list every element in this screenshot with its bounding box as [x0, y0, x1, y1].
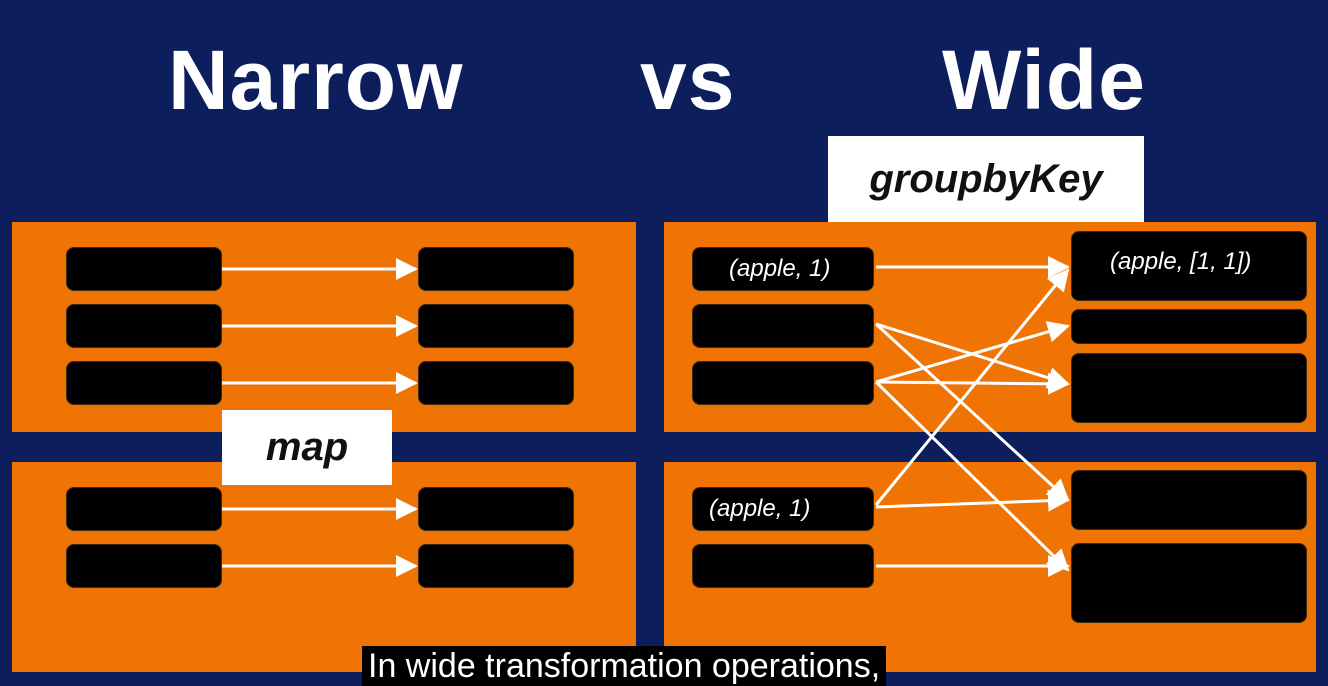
- wide-source-record: [692, 361, 874, 405]
- wide-arrow: [874, 268, 1070, 506]
- narrow-source-record: [66, 487, 222, 531]
- groupbykey-label: groupbyKey: [828, 136, 1144, 222]
- title-vs: vs: [640, 33, 736, 127]
- narrow-target-record: [418, 544, 574, 588]
- wide-target-record: [1071, 309, 1307, 344]
- wide-target-record-apple-grouped: (apple, [1, 1]): [1071, 231, 1307, 301]
- record-text: (apple, 1): [709, 495, 811, 522]
- wide-source-record-apple-bottom: (apple, 1): [692, 487, 874, 531]
- wide-source-record: [692, 544, 874, 588]
- wide-arrow: [875, 321, 1070, 384]
- wide-arrow: [875, 489, 1070, 512]
- wide-target-record: [1071, 353, 1307, 423]
- narrow-target-record: [418, 361, 574, 405]
- narrow-target-record: [418, 487, 574, 531]
- narrow-target-record: [418, 304, 574, 348]
- record-text: (apple, 1): [729, 255, 831, 282]
- wide-arrow: [874, 380, 1070, 572]
- narrow-source-record: [66, 361, 222, 405]
- record-text: (apple, [1, 1]): [1110, 248, 1252, 275]
- narrow-source-record: [66, 304, 222, 348]
- subtitle-caption: In wide transformation operations,: [362, 646, 887, 686]
- wide-arrow: [875, 372, 1070, 395]
- title-wide: Wide: [942, 33, 1146, 127]
- wide-target-record: [1071, 470, 1307, 530]
- narrow-target-record: [418, 247, 574, 291]
- narrow-source-record: [66, 247, 222, 291]
- wide-source-record: [692, 304, 874, 348]
- title-narrow: Narrow: [168, 33, 464, 127]
- wide-source-record-apple-top: (apple, 1): [692, 247, 874, 291]
- wide-target-record: [1071, 543, 1307, 623]
- wide-arrow: [874, 322, 1070, 502]
- map-label: map: [222, 410, 392, 485]
- narrow-source-record: [66, 544, 222, 588]
